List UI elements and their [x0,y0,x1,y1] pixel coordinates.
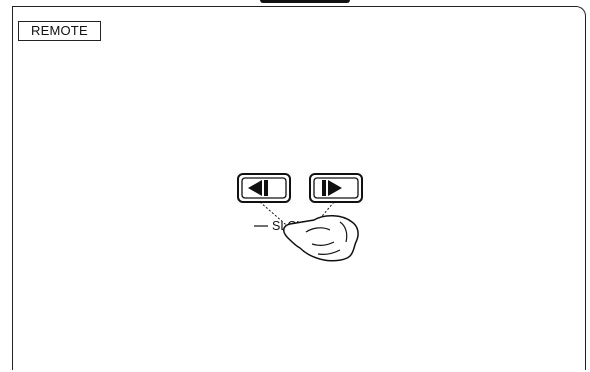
pointing-hand-icon [284,216,358,261]
slow-forward-button[interactable] [310,174,362,202]
slow-reverse-button[interactable] [238,174,290,202]
top-cutoff-bar [260,0,350,3]
remote-label: REMOTE [18,21,101,41]
remote-slow-control-illustration: SLOW [226,162,386,272]
